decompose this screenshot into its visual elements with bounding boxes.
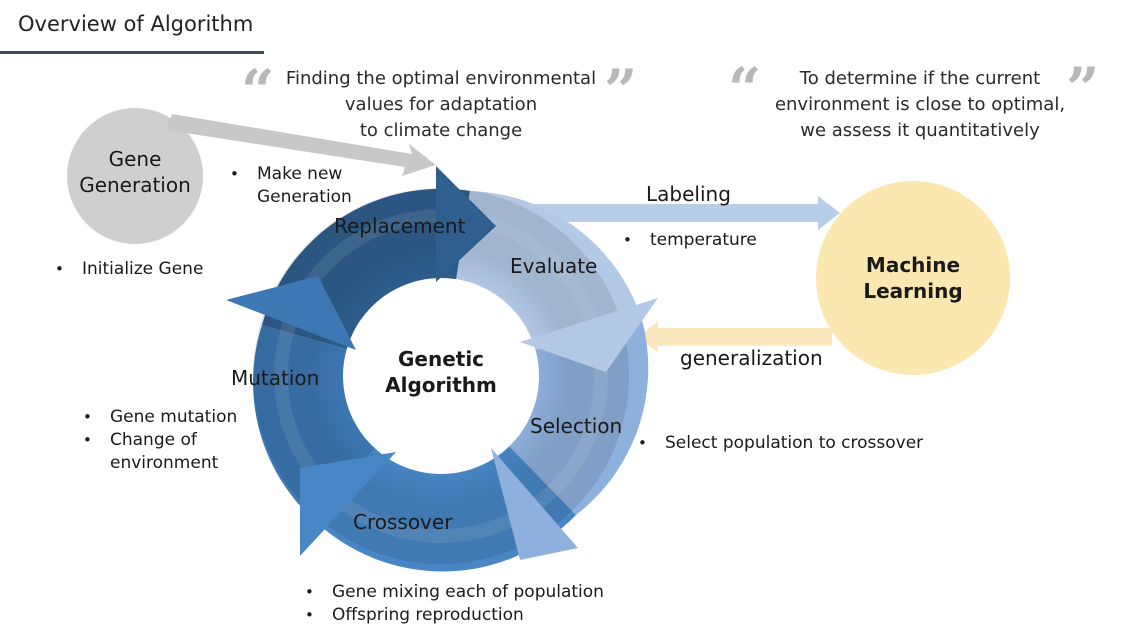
- labeling-arrow: [502, 196, 840, 230]
- list-item: Change of environment: [83, 429, 237, 475]
- machine-learning-label: Machine Learning: [833, 252, 993, 304]
- replacement-label: Replacement: [334, 214, 466, 238]
- list-item: Offspring reproduction: [305, 604, 604, 627]
- list-item: Gene mutation: [83, 406, 237, 429]
- gene-generation-label: Gene Generation: [67, 146, 203, 198]
- close-quote-icon: ”: [604, 57, 638, 125]
- labeling-bullets: temperature: [623, 229, 757, 252]
- page-title: Overview of Algorithm: [18, 12, 254, 36]
- bullet-text: environment: [110, 453, 219, 473]
- open-quote-icon: “: [728, 55, 762, 123]
- generalization-label: generalization: [680, 346, 823, 370]
- crossover-arrowhead: [300, 452, 396, 556]
- right-quote-line: To determine if the current: [799, 68, 1041, 89]
- list-item: Initialize Gene: [55, 258, 203, 281]
- bullet-text: Make new: [257, 164, 343, 184]
- gene-generation-line: Gene: [108, 147, 162, 171]
- close-quote-icon: ”: [1066, 55, 1100, 123]
- gene-arrow: [166, 114, 436, 176]
- selection-arrowhead: [491, 448, 578, 560]
- replacement-arrowhead: [436, 166, 496, 282]
- evaluate-label: Evaluate: [510, 254, 598, 278]
- mutation-bullets: Gene mutation Change of environment: [83, 406, 237, 475]
- machine-learning-line: Machine: [865, 253, 961, 277]
- labeling-label: Labeling: [646, 182, 731, 206]
- list-item: temperature: [623, 229, 757, 252]
- generalization-arrow: [638, 321, 832, 353]
- gene-generation-bullets: Initialize Gene: [55, 258, 203, 281]
- center-line: Algorithm: [385, 373, 497, 397]
- open-quote-icon: “: [241, 57, 275, 125]
- selection-label: Selection: [530, 414, 623, 438]
- right-quote: To determine if the current environment …: [760, 66, 1080, 144]
- gene-generation-circle: [67, 108, 203, 244]
- left-quote: Finding the optimal environmental values…: [281, 66, 601, 144]
- right-quote-line: environment is close to optimal,: [774, 94, 1066, 115]
- machine-learning-line: Learning: [863, 279, 963, 303]
- center-label: Genetic Algorithm: [360, 346, 522, 398]
- right-quote-line: we assess it quantitatively: [800, 120, 1040, 141]
- machine-learning-circle: [816, 181, 1010, 375]
- gene-generation-line: Generation: [79, 173, 191, 197]
- left-quote-line: to climate change: [359, 120, 523, 141]
- center-line: Genetic: [397, 347, 485, 371]
- title-underline: [0, 51, 264, 54]
- selection-bullets: Select population to crossover: [638, 432, 923, 455]
- list-item: Gene mixing each of population: [305, 581, 604, 604]
- bullet-text: Generation: [257, 187, 352, 207]
- crossover-label: Crossover: [353, 510, 453, 534]
- mutation-label: Mutation: [231, 366, 320, 390]
- left-quote-line: values for adaptation: [344, 94, 538, 115]
- left-quote-line: Finding the optimal environmental: [285, 68, 597, 89]
- bullet-text: Change of: [110, 430, 197, 450]
- mutation-arrowhead: [226, 276, 356, 350]
- crossover-bullets: Gene mixing each of population Offspring…: [305, 581, 604, 627]
- list-item: Select population to crossover: [638, 432, 923, 455]
- evaluate-arrowhead: [520, 298, 658, 372]
